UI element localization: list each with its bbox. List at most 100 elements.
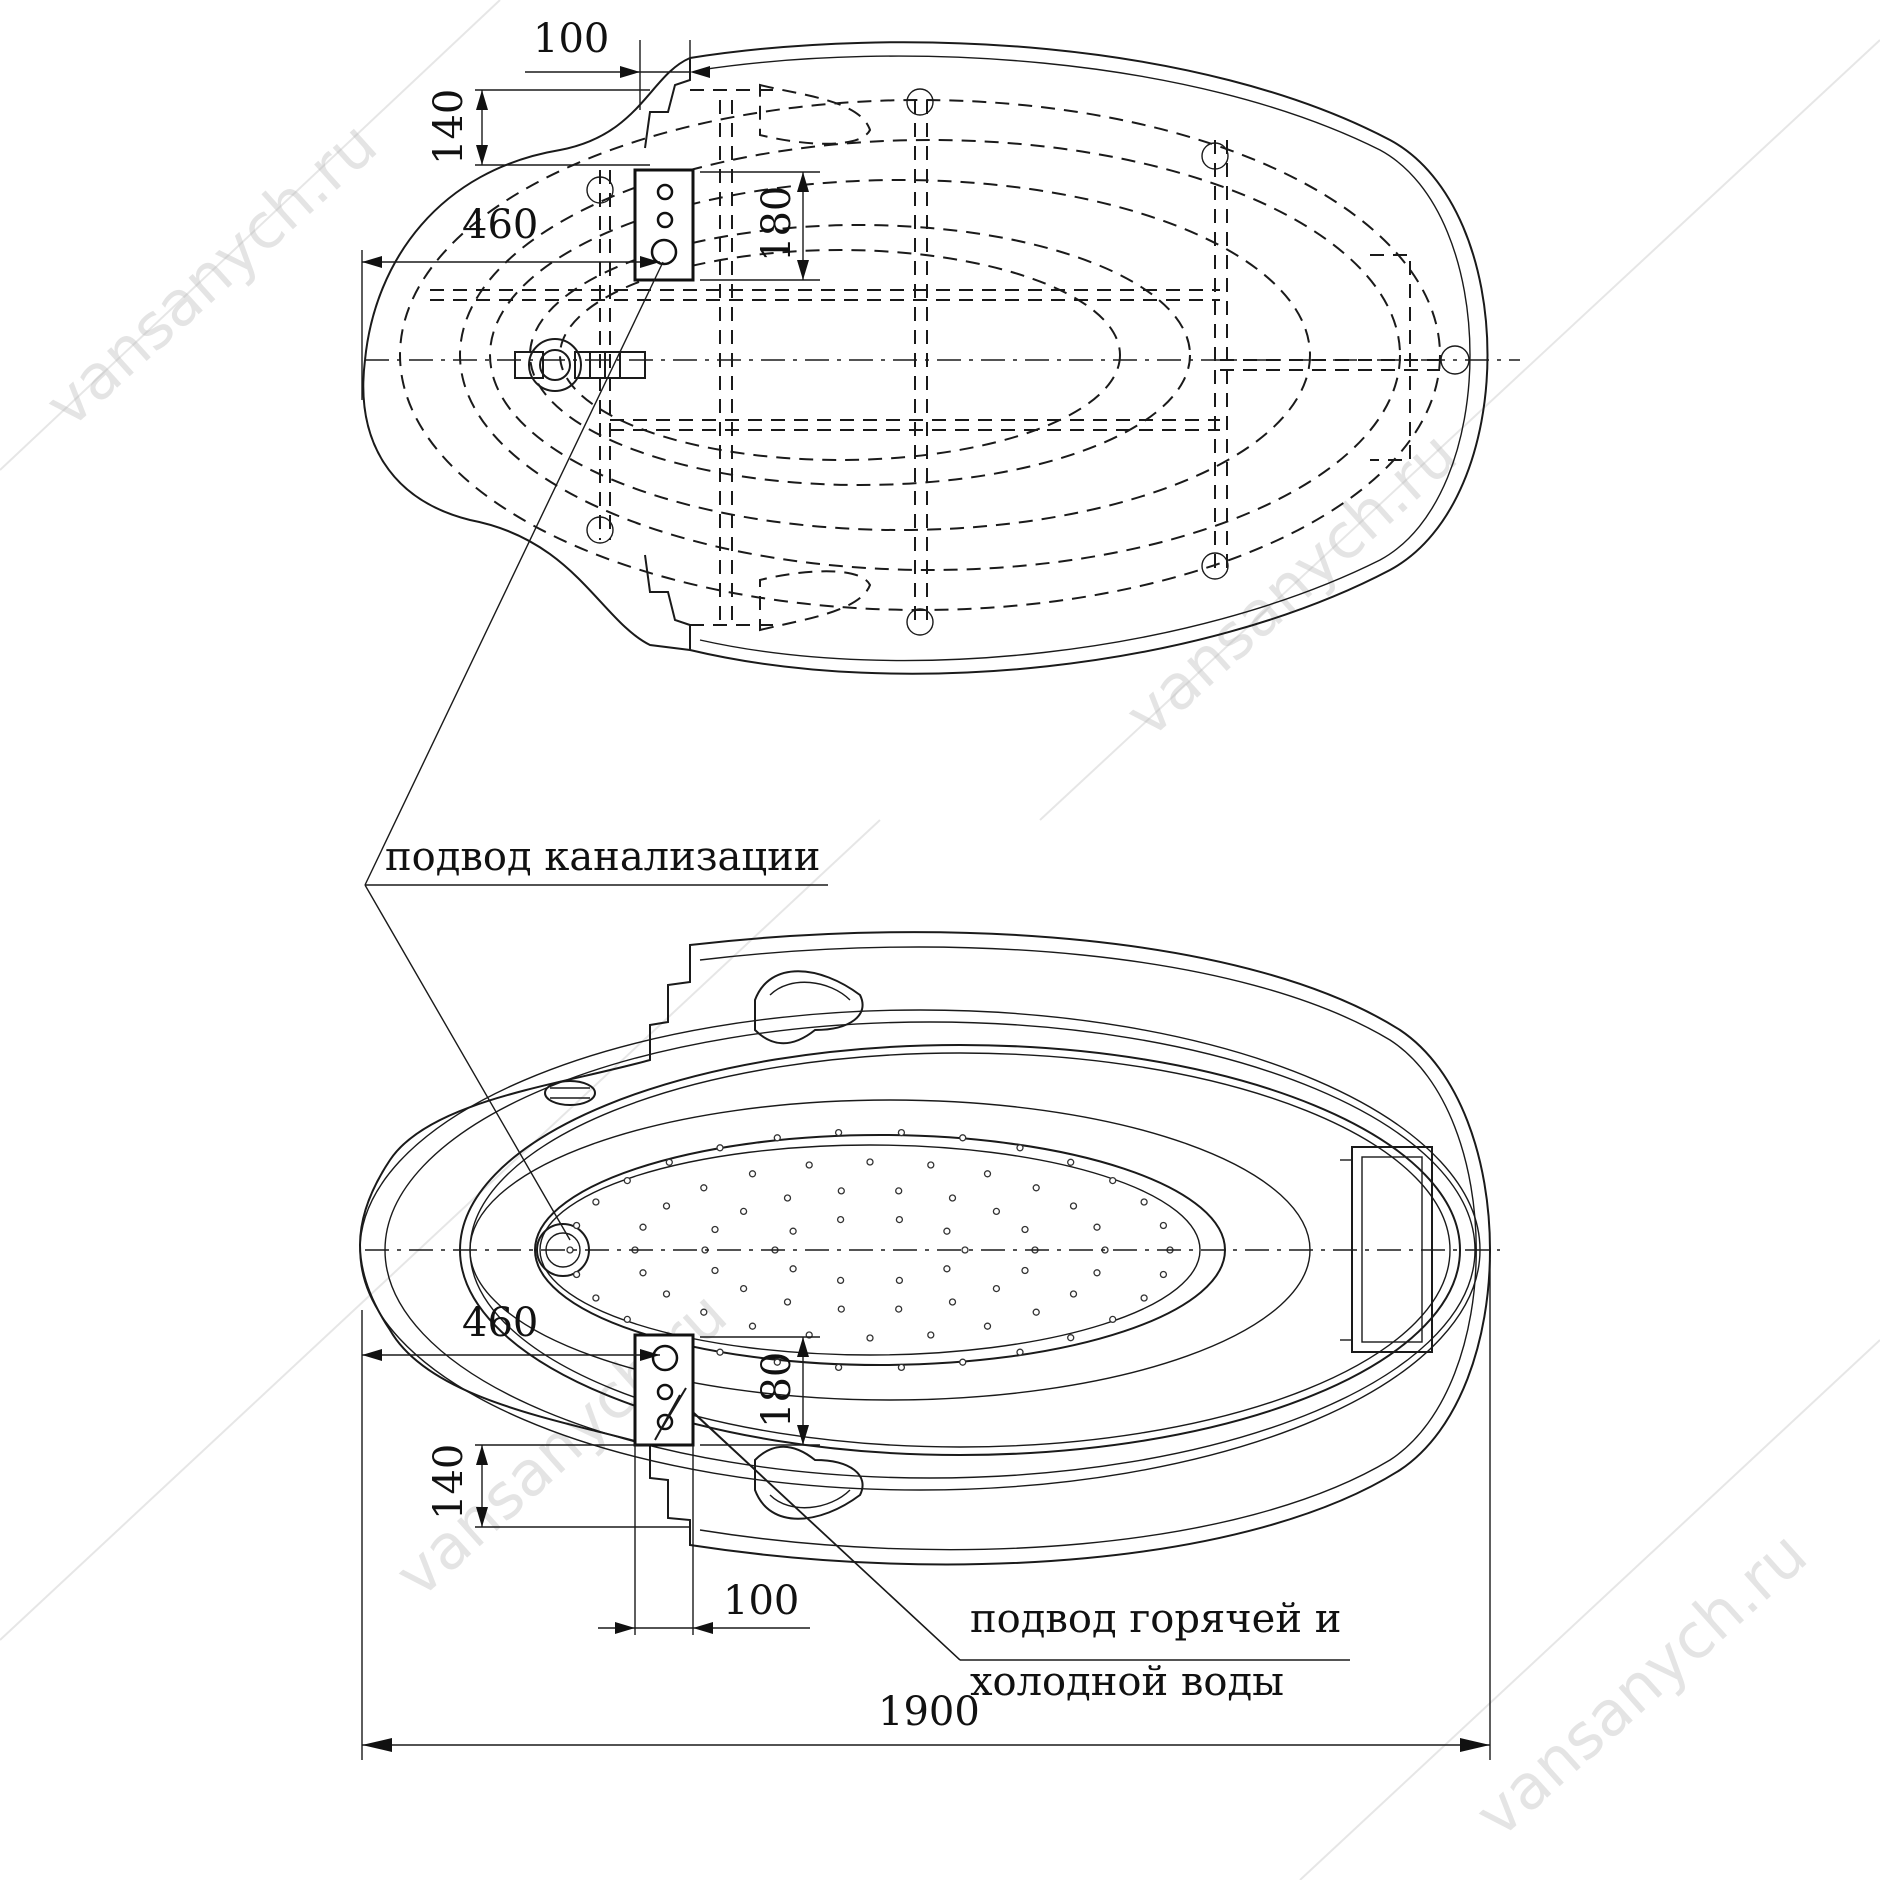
air-jet-dot xyxy=(836,1215,845,1224)
air-jet-dot xyxy=(1109,1315,1117,1324)
air-jet-dot xyxy=(716,1144,724,1152)
air-jet-dot xyxy=(1140,1294,1148,1302)
air-jet-dot xyxy=(1140,1198,1148,1206)
air-jet-dot xyxy=(927,1161,935,1169)
air-jet-dot xyxy=(592,1294,600,1302)
air-jet-dot xyxy=(805,1161,813,1169)
air-jet-dot xyxy=(592,1198,600,1206)
air-jet-dot xyxy=(711,1266,719,1275)
dim-overall-length: 1900 xyxy=(878,1689,980,1735)
air-jet-dot xyxy=(866,1158,874,1166)
air-jet-dot xyxy=(895,1187,903,1195)
dim-bottom-140: 140 xyxy=(426,1444,472,1520)
dim-bottom-100: 100 xyxy=(723,1578,799,1624)
armrest-top xyxy=(754,970,864,1045)
air-jet-dot xyxy=(662,1290,671,1298)
air-jet-dot xyxy=(834,1363,843,1372)
air-jet-dot xyxy=(836,1276,845,1285)
air-jet-dot xyxy=(897,1363,906,1372)
overflow-knob xyxy=(544,1080,596,1106)
air-jet-dot xyxy=(662,1202,671,1210)
air-jet-dot xyxy=(948,1194,957,1202)
air-jet-dot xyxy=(927,1331,935,1339)
top-outer-shell xyxy=(362,41,1489,675)
bottom-dimensions: 460 180 140 100 1900 xyxy=(361,1260,1491,1760)
dim-top-140: 140 xyxy=(426,89,472,165)
air-jet-dot xyxy=(1016,1144,1024,1152)
air-jet-dot xyxy=(1159,1221,1168,1230)
air-jet-dot xyxy=(943,1227,951,1235)
air-jet-dot xyxy=(961,1246,969,1254)
air-jet-dot xyxy=(1093,1223,1101,1231)
air-jet-dot xyxy=(1159,1270,1168,1279)
air-jet-dot xyxy=(1067,1158,1075,1166)
air-jet-dot xyxy=(959,1358,967,1366)
dim-top-100: 100 xyxy=(533,16,609,62)
air-jet-dot xyxy=(1021,1266,1029,1275)
air-jet-dot xyxy=(700,1308,708,1316)
air-jet-dot xyxy=(992,1284,1001,1293)
label-water-connection-line1: подвод горячей и xyxy=(970,1596,1341,1642)
air-jet-dot xyxy=(572,1221,581,1230)
label-water-connection-line2: холодной воды xyxy=(970,1659,1284,1705)
air-jet-dot xyxy=(895,1215,904,1224)
air-jet-dot xyxy=(943,1265,951,1273)
air-jet-dot xyxy=(866,1334,874,1342)
air-jet-dot xyxy=(992,1207,1001,1216)
dim-bottom-460: 460 xyxy=(462,1300,538,1346)
dim-top-180: 180 xyxy=(754,186,800,262)
watermark-text: vansanych.ru xyxy=(1461,1517,1821,1851)
air-jet-dot xyxy=(959,1134,967,1142)
labels: подвод канализации подвод горячей и холо… xyxy=(385,834,1341,1705)
air-jet-dot xyxy=(983,1322,992,1330)
air-jet-dot xyxy=(739,1284,748,1293)
top-dimensions: 100 140 180 460 xyxy=(361,16,820,400)
air-jet-dot xyxy=(639,1223,647,1231)
air-jet-dot xyxy=(773,1134,781,1142)
air-jet-dot xyxy=(983,1170,992,1178)
air-jet-dot xyxy=(623,1176,631,1185)
air-jet-dot xyxy=(1016,1348,1024,1356)
air-jet-dot xyxy=(711,1225,719,1234)
air-jet-dot xyxy=(1069,1202,1078,1210)
air-jet-dot xyxy=(1021,1225,1029,1234)
label-drain-connection: подвод канализации xyxy=(385,834,820,880)
armrest-bottom xyxy=(754,1445,864,1520)
air-jet-dot xyxy=(834,1128,843,1137)
bottom-view-top xyxy=(359,931,1500,1566)
air-jet-dot xyxy=(837,1305,845,1313)
air-jet-dot xyxy=(789,1227,797,1235)
drain-fitting xyxy=(514,338,646,392)
air-jet-dot xyxy=(572,1270,581,1279)
top-view-underside xyxy=(362,41,1520,675)
air-jet-dot xyxy=(566,1246,574,1254)
air-jet-dot xyxy=(1032,1308,1040,1316)
air-jet-dot xyxy=(948,1298,957,1306)
air-jet-dot xyxy=(783,1194,792,1202)
air-jet-dot xyxy=(837,1187,845,1195)
air-jet-dot xyxy=(665,1158,673,1166)
air-jet-dot xyxy=(895,1305,903,1313)
bottom-outer-shell xyxy=(359,931,1491,1566)
dim-top-460: 460 xyxy=(462,202,538,248)
air-jet-dot xyxy=(716,1348,724,1356)
watermark-text: vansanych.ru xyxy=(31,107,391,441)
air-jet-dot xyxy=(789,1265,797,1273)
dim-bottom-180: 180 xyxy=(754,1352,800,1428)
air-jet-dot xyxy=(1093,1269,1101,1277)
watermark-text: vansanych.ru xyxy=(1111,417,1471,751)
leader-lines xyxy=(364,261,1350,1661)
air-jet-dot xyxy=(748,1170,757,1178)
air-jet-dot xyxy=(639,1269,647,1277)
air-jet-dot xyxy=(895,1276,904,1285)
air-jet-dot xyxy=(748,1322,757,1330)
air-jet-dot xyxy=(897,1128,906,1137)
air-jet-dot xyxy=(1109,1176,1117,1185)
air-jet-dot xyxy=(700,1184,708,1192)
air-jet-dot xyxy=(1032,1184,1040,1192)
air-jet-dot xyxy=(623,1315,631,1324)
air-jet-dot xyxy=(1067,1334,1075,1342)
air-jet-dot xyxy=(739,1207,748,1216)
